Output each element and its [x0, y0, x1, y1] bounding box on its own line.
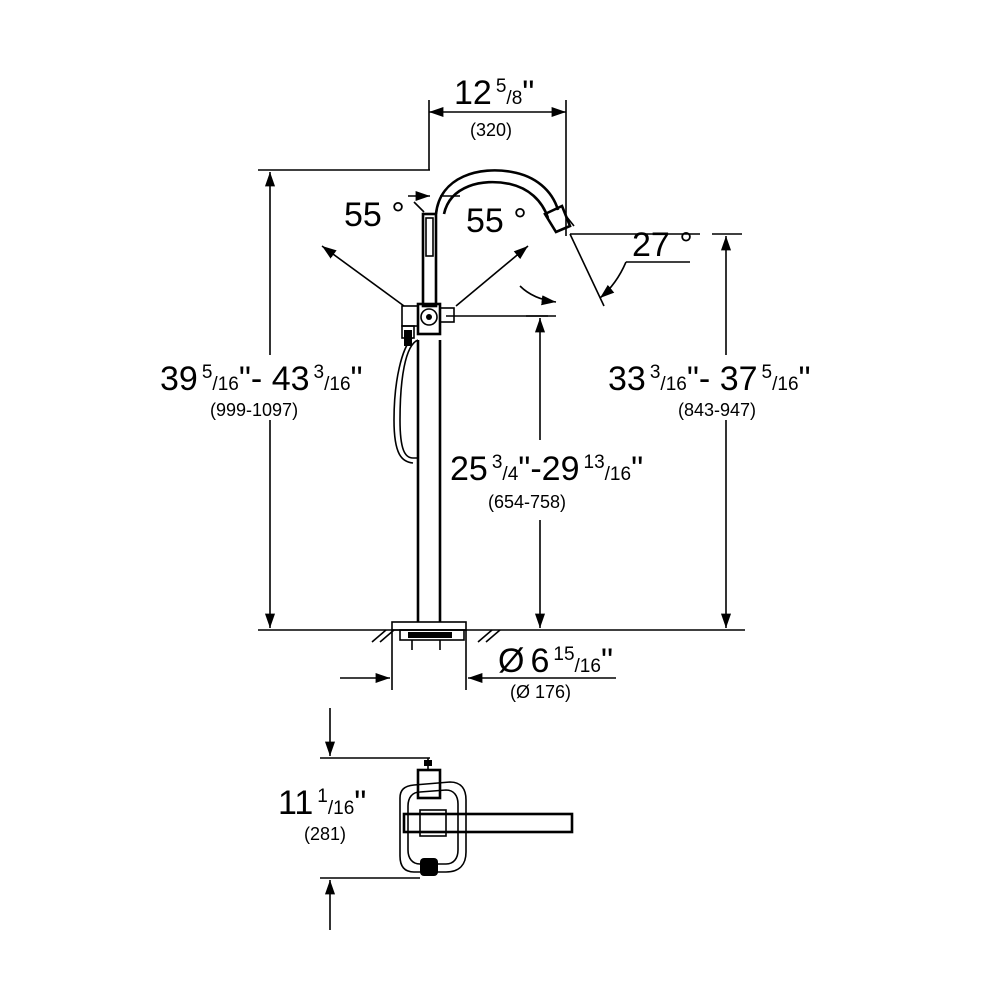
- label-lever-angle-right: 55 °: [466, 202, 527, 240]
- lever-left: [401, 305, 419, 327]
- floor-hatch: [371, 629, 501, 643]
- svg-text:395/16"- 433/16": 395/16"- 433/16": [160, 360, 363, 398]
- base-plate: [391, 621, 467, 631]
- faucet-elevation: [258, 100, 745, 650]
- plan-depth-metric: (281): [304, 824, 346, 844]
- hand-shower-head: [404, 330, 412, 346]
- svg-text:333/16"- 375/16": 333/16"- 375/16": [608, 360, 811, 398]
- outlet-height-metric: (843-947): [678, 400, 756, 420]
- label-spout-angle: 27 °: [632, 226, 693, 264]
- lever-right: [439, 307, 455, 323]
- label-lever-angle-left: 55 °: [344, 196, 405, 234]
- plan-base: [399, 781, 467, 873]
- spout-outer: [434, 169, 560, 215]
- dim-total-height: [258, 169, 430, 628]
- hose: [399, 339, 419, 459]
- riser: [421, 212, 438, 308]
- lever-angle-lines: [321, 190, 557, 307]
- dim-lever-height: [526, 315, 556, 628]
- dim-outlet-height: [712, 233, 742, 628]
- base-mount: [399, 629, 465, 641]
- dim-base-diameter: [340, 630, 616, 690]
- lever-height-metric: (654-758): [488, 492, 566, 512]
- spout-angle-lines: [569, 233, 700, 307]
- svg-text:125/8": 125/8": [454, 74, 534, 112]
- base-mount-fill: [408, 632, 452, 638]
- base-diameter-metric: (Ø 176): [510, 682, 571, 702]
- spout-reach-whole: 12: [454, 74, 492, 112]
- spout-outlet: [543, 204, 572, 234]
- plan-hand-shower: [420, 858, 438, 876]
- plan-spout: [402, 812, 574, 834]
- spout-reach-metric: (320): [470, 120, 512, 140]
- plan-valve: [416, 768, 442, 800]
- total-height-metric: (999-1097): [210, 400, 298, 420]
- svg-text:111/16": 111/16": [278, 784, 366, 822]
- faucet-plan-view: [320, 708, 574, 930]
